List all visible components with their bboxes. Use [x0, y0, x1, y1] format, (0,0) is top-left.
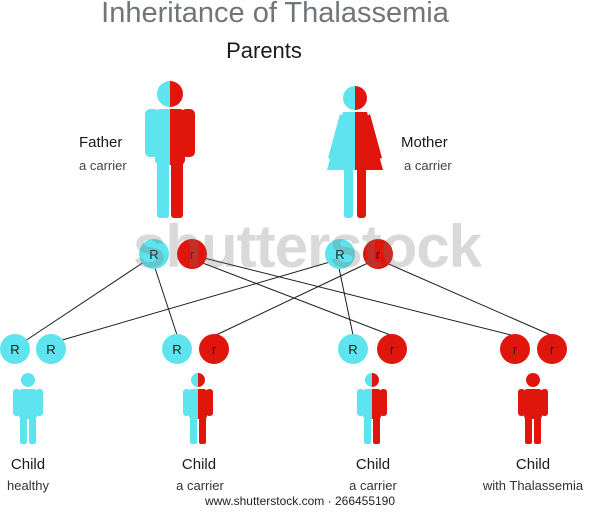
child-2-status: a carrier — [176, 478, 224, 493]
child-3-alleles: R r — [338, 334, 407, 364]
child-1-alleles: R R — [0, 334, 66, 364]
father-figure — [145, 81, 195, 218]
child-3-title: Child — [355, 456, 391, 473]
mother-label: Mother — [401, 134, 448, 151]
father-allele-2: r — [190, 247, 195, 262]
mother-allele-2-circle — [363, 239, 393, 269]
line-father-R-child1 — [21, 257, 151, 344]
child-1-allele-2: R — [46, 342, 55, 357]
child-4-figure — [518, 373, 548, 444]
child-2-figure — [183, 373, 213, 444]
father-allele-2-circle — [177, 239, 207, 269]
child-2-alleles: R r — [162, 334, 229, 364]
child-4-alleles: r r — [500, 334, 567, 364]
child-2-allele-1: R — [172, 342, 181, 357]
mother-allele-1-circle — [325, 239, 355, 269]
child-4-title: Child — [515, 456, 551, 473]
father-allele-1-circle — [139, 239, 169, 269]
mother-figure — [327, 86, 383, 218]
line-mother-R-child3 — [338, 267, 354, 336]
child-3-allele-2: r — [390, 342, 395, 357]
line-father-r-child3 — [199, 261, 394, 337]
watermark: shutterstock — [133, 213, 482, 280]
mother-allele-2: r — [376, 247, 381, 262]
child-1-figure — [13, 373, 43, 444]
mother-status: a carrier — [404, 158, 452, 173]
child-3-figure — [357, 373, 387, 444]
child-1-status: healthy — [7, 478, 49, 493]
father-alleles: R r — [139, 239, 207, 269]
footer-credit: www.shutterstock.com · 266455190 — [204, 494, 396, 508]
father-status: a carrier — [79, 158, 127, 173]
child-2-title: Child — [181, 456, 217, 473]
line-mother-r-child4 — [383, 261, 554, 337]
child-3-status: a carrier — [349, 478, 397, 493]
child-4-status: with Thalassemia — [482, 478, 584, 493]
line-mother-r-child2 — [213, 261, 371, 337]
father-label: Father — [79, 134, 123, 151]
mother-alleles: R r — [325, 239, 393, 269]
line-father-R-child2 — [154, 267, 178, 336]
inheritance-lines — [21, 256, 554, 344]
father-allele-1: R — [149, 247, 158, 262]
line-mother-R-child1 — [51, 261, 331, 344]
child-4-allele-1: r — [513, 342, 518, 357]
line-father-r-child4 — [199, 256, 516, 337]
mother-allele-1: R — [335, 247, 344, 262]
child-1-allele-1: R — [10, 342, 19, 357]
diagram-title: Inheritance of Thalassemia — [101, 0, 449, 29]
child-2-allele-2: r — [212, 342, 217, 357]
child-3-allele-1: R — [348, 342, 357, 357]
child-1-title: Child — [10, 456, 46, 473]
child-4-allele-2: r — [550, 342, 555, 357]
parents-heading: Parents — [226, 38, 302, 63]
